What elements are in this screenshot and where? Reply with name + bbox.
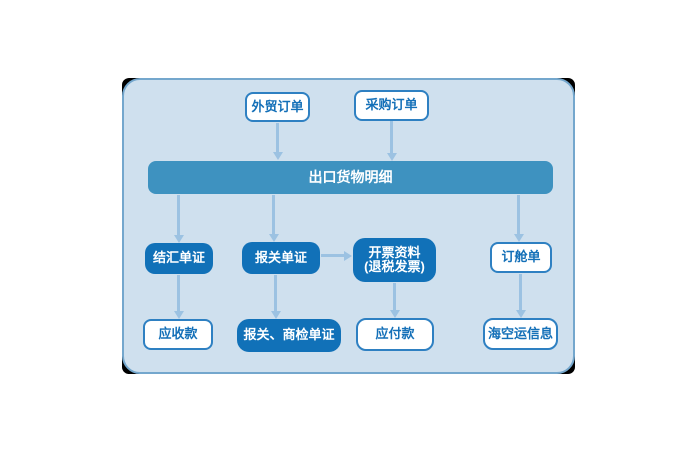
arrow-customs-to-inspection-icon <box>274 275 277 311</box>
node-export-goods-detail: 出口货物明细 <box>148 161 553 194</box>
arrow-settlement-to-receivables-icon <box>177 275 180 311</box>
arrow-detail-to-settlement-icon <box>177 195 180 235</box>
node-foreign-trade-order: 外贸订单 <box>245 92 310 122</box>
arrow-purchase-to-detail-icon <box>390 121 393 153</box>
arrow-invoice-to-payables-icon <box>393 283 396 310</box>
arrow-customs-to-invoice-icon <box>321 254 344 257</box>
node-payables: 应付款 <box>356 318 434 351</box>
invoice-data-line1: 开票资料 <box>368 244 421 260</box>
invoice-data-line2: (退税发票) <box>364 259 425 274</box>
arrow-foreign-trade-to-detail-icon <box>276 123 279 152</box>
arrow-booking-to-freight-icon <box>519 274 522 310</box>
node-customs-inspection-docs: 报关、商检单证 <box>237 319 341 352</box>
node-settlement-docs: 结汇单证 <box>145 243 213 274</box>
node-sea-air-freight-info: 海空运信息 <box>483 318 558 350</box>
node-booking-note: 订舱单 <box>490 242 552 273</box>
node-invoice-data: 开票资料 (退税发票) <box>353 238 436 282</box>
arrow-detail-to-customs-icon <box>272 195 275 234</box>
arrow-detail-to-booking-icon <box>517 195 520 234</box>
node-customs-docs: 报关单证 <box>242 242 320 274</box>
node-receivables: 应收款 <box>143 319 213 350</box>
node-purchase-order: 采购订单 <box>354 90 429 121</box>
